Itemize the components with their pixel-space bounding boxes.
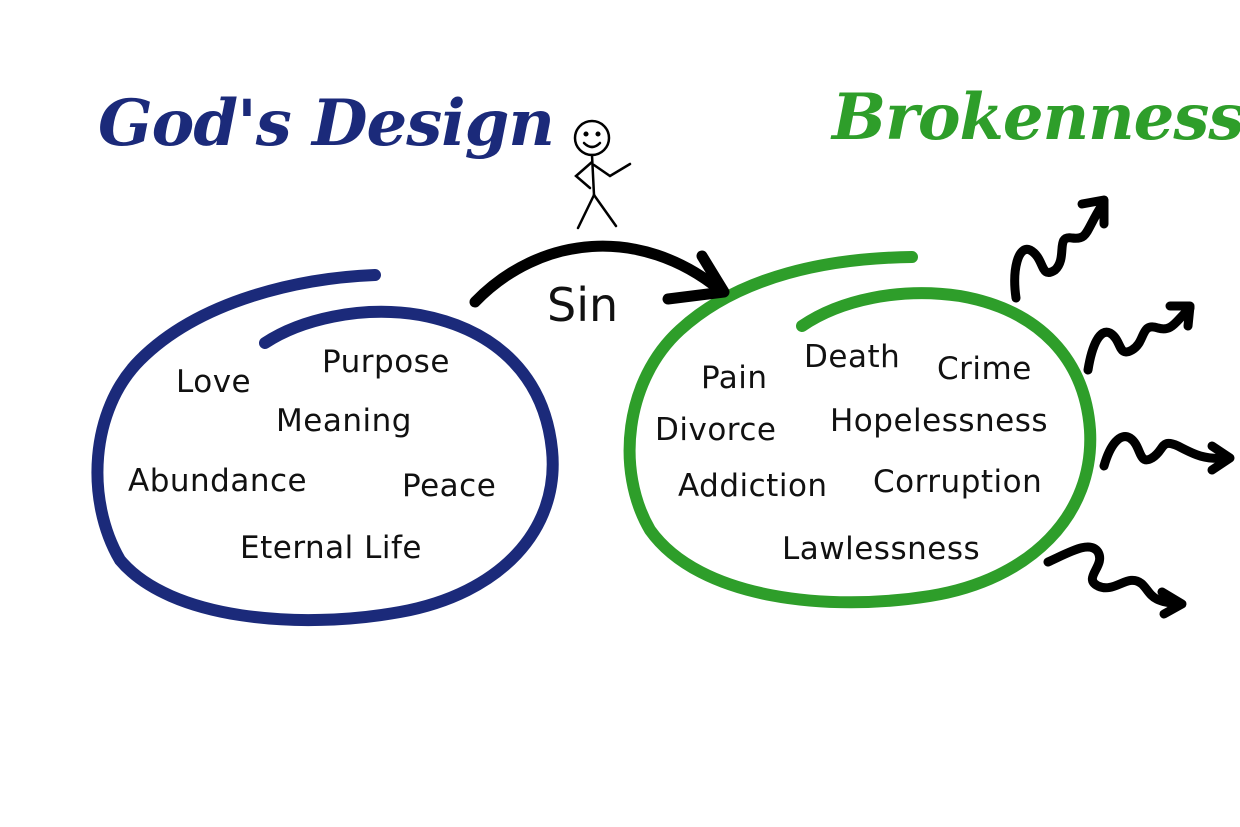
brokenness-item: Pain [701,360,768,396]
brokenness-title: Brokenness [832,80,1240,155]
sin-label: Sin [547,278,619,332]
brokenness-item: Corruption [873,464,1043,500]
squiggle-arrow-icon [1010,195,1109,303]
squiggle-arrow-icon [1099,432,1235,475]
squiggle-arrow-icon [1083,301,1195,375]
brokenness-circle [623,251,1097,609]
gods-design-item: Love [176,364,252,400]
gods-design-circle [91,269,559,627]
stick-figure-icon [573,119,632,230]
brokenness-item: Divorce [655,412,777,448]
gods-design-item: Purpose [322,344,450,380]
squiggle-arrow-icon [1043,542,1187,619]
brokenness-item: Addiction [678,468,828,504]
brokenness-item: Death [804,339,901,375]
gods-design-item: Abundance [128,463,308,499]
gods-design-item: Meaning [276,403,412,439]
brokenness-item: Hopelessness [830,403,1049,439]
gods-design-title: God's Design [98,86,555,161]
gods-design-item: Eternal Life [240,530,422,566]
squiggle-arrows [1010,195,1235,619]
gods-design-item: Peace [402,468,497,504]
sin-arrow [469,240,730,308]
brokenness-item: Crime [937,351,1032,387]
brokenness-item: Lawlessness [782,531,981,567]
